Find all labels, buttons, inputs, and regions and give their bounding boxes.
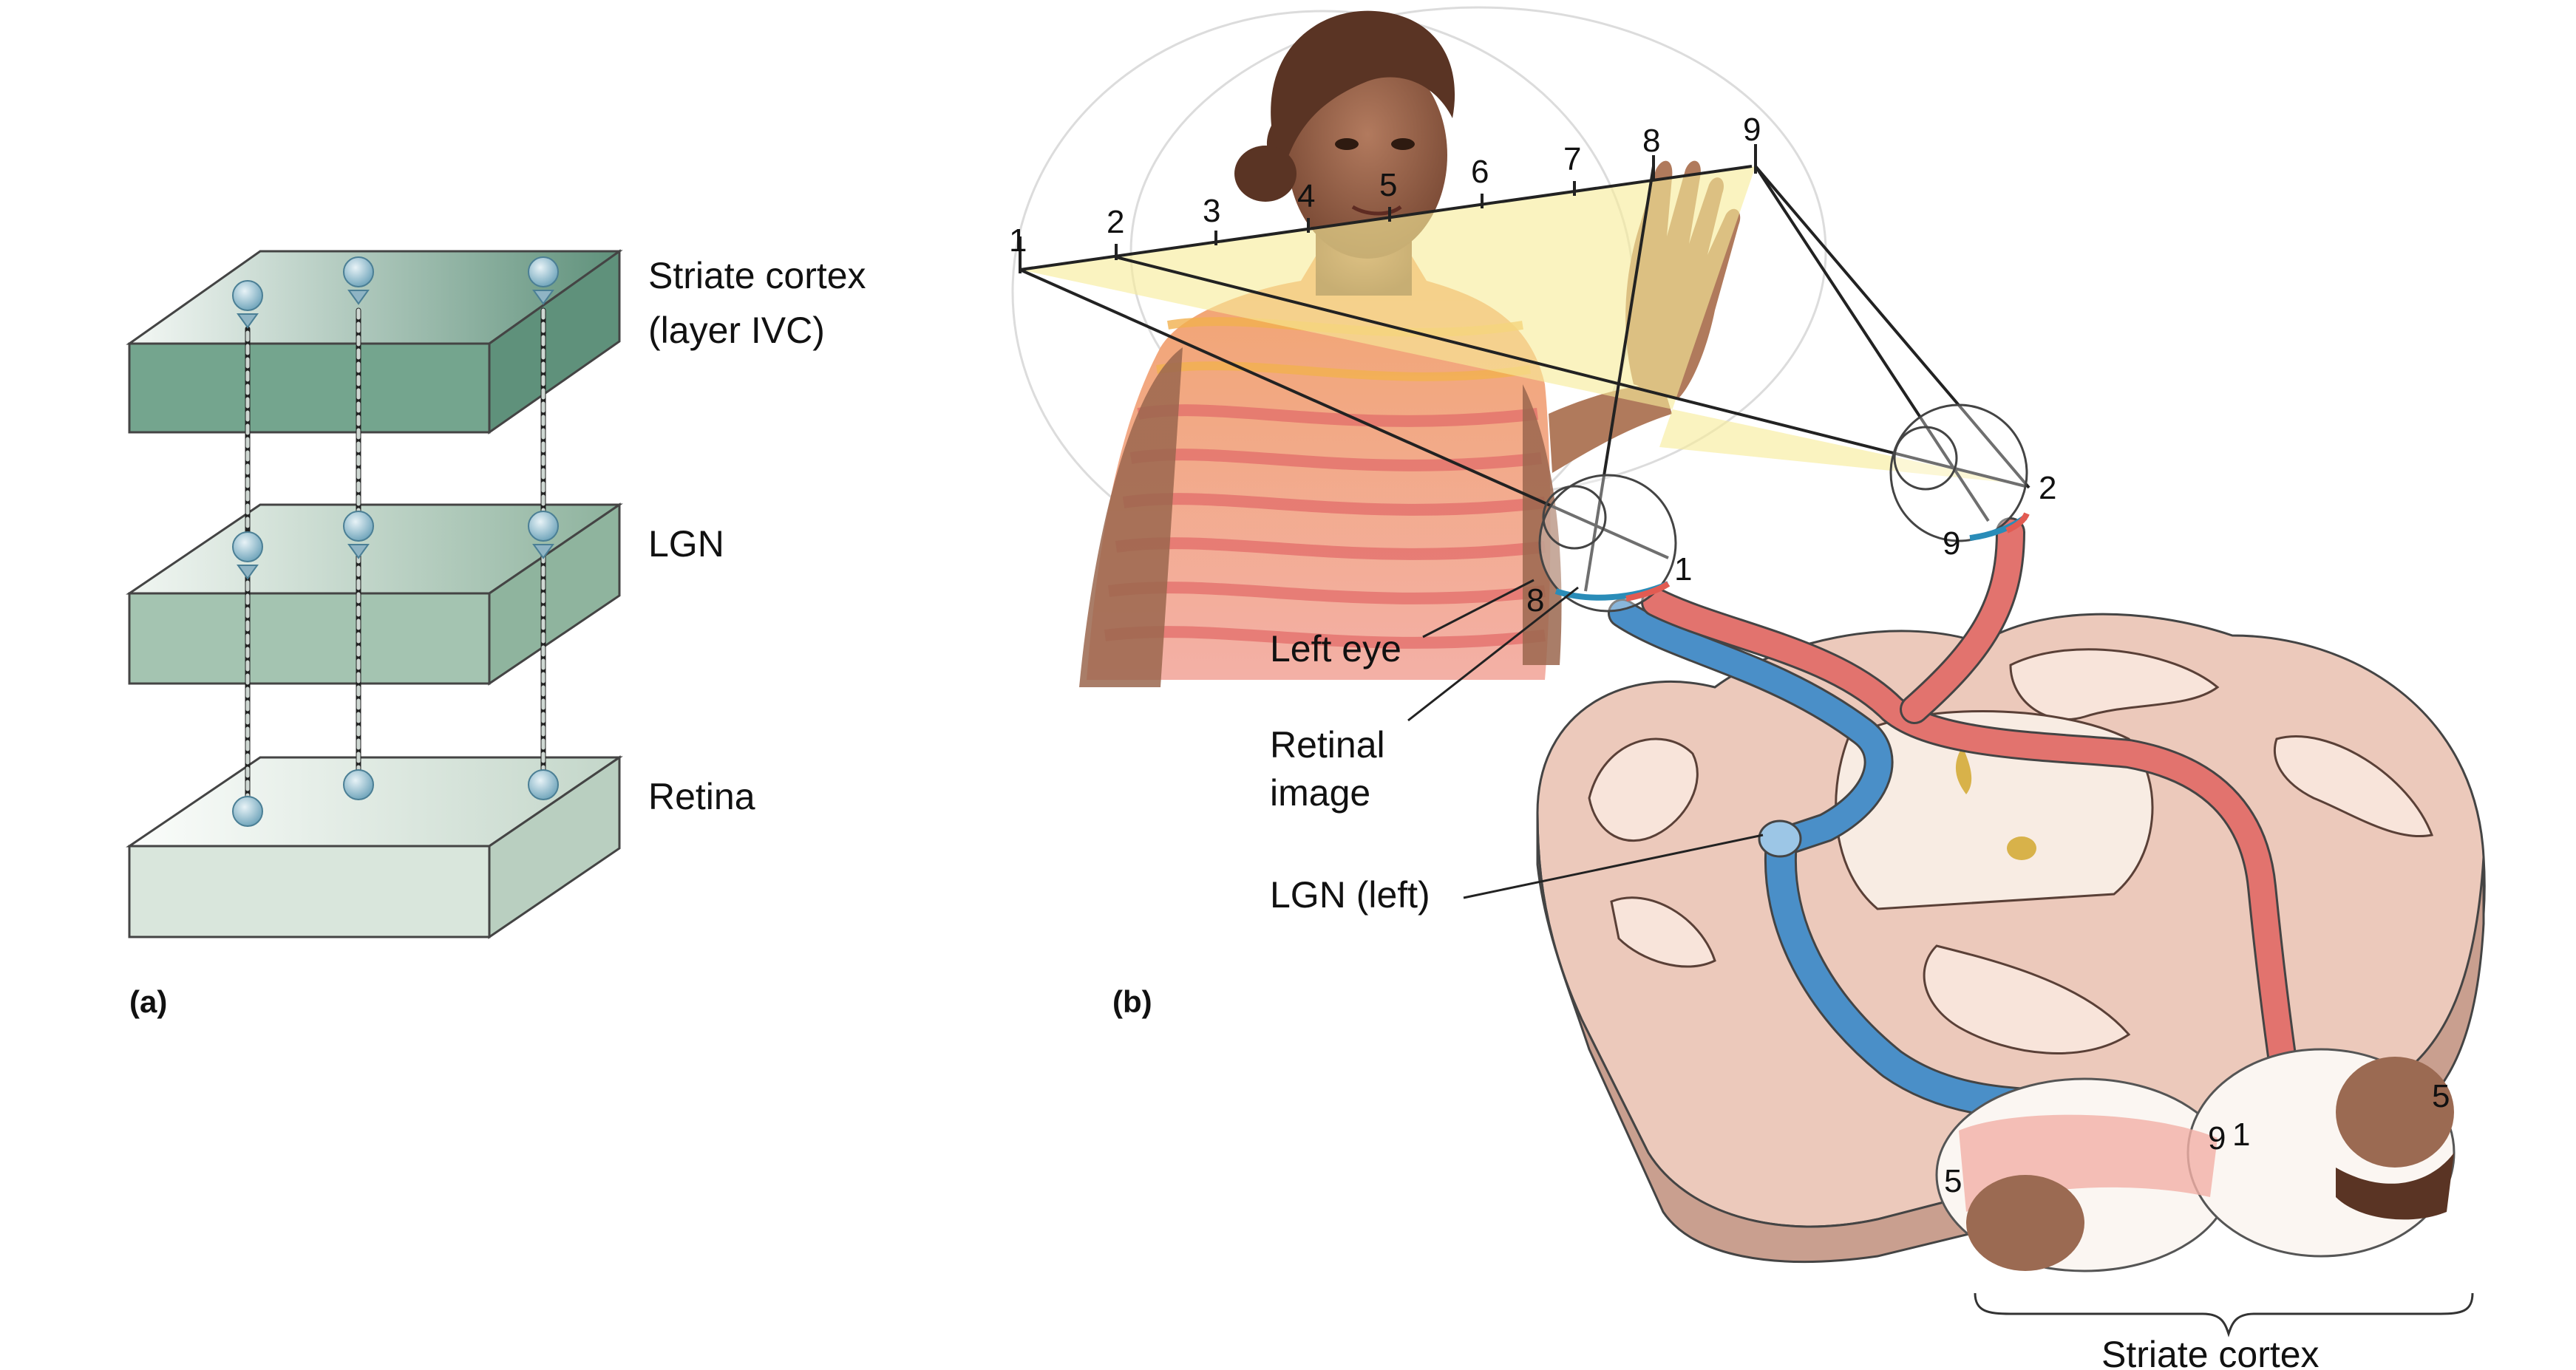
panel-a-label: (a) — [129, 984, 167, 1019]
label-striate-cortex: Striate cortex — [648, 255, 866, 296]
field-point-1: 1 — [1009, 222, 1027, 259]
field-point-4: 4 — [1297, 178, 1315, 214]
field-point-6: 6 — [1471, 154, 1489, 190]
cortex-label-9: 9 — [2208, 1120, 2226, 1156]
striate-cortex-brace — [1974, 1292, 2474, 1337]
leader-lines — [1407, 579, 1764, 899]
field-point-3: 3 — [1203, 193, 1220, 229]
field-point-7: 7 — [1563, 141, 1581, 177]
right-eye — [1889, 403, 2030, 542]
field-point-9: 9 — [1743, 112, 1761, 148]
right-retina-label-2: 2 — [2039, 470, 2056, 506]
visual-field-projection — [1020, 166, 2022, 484]
optic-pathways — [1608, 517, 2299, 1125]
label-retinal-image-line1: Retinal — [1270, 724, 1385, 766]
cortex-label-5-right: 5 — [2432, 1078, 2450, 1114]
projection-lines — [1019, 144, 2030, 592]
label-retinal-image-line2: image — [1270, 772, 1370, 814]
label-lgn-left: LGN (left) — [1270, 874, 1430, 916]
cortex-label-5-left: 5 — [1944, 1163, 1962, 1199]
left-eye — [1538, 474, 1677, 613]
label-layer-ivc: (layer IVC) — [648, 310, 825, 351]
label-retina: Retina — [648, 776, 755, 817]
field-point-8: 8 — [1642, 123, 1660, 159]
neural-connections — [245, 307, 546, 802]
panel-b-label: (b) — [1112, 984, 1152, 1019]
field-point-2: 2 — [1107, 204, 1124, 240]
left-retina-label-8: 8 — [1526, 582, 1544, 618]
left-retina-label-1: 1 — [1674, 551, 1692, 587]
label-left-eye: Left eye — [1270, 628, 1401, 669]
visual-field-numbers: 1 2 3 4 5 6 7 8 9 — [1009, 112, 1761, 259]
right-retina-label-9: 9 — [1943, 525, 1960, 562]
label-lgn: LGN — [648, 523, 724, 565]
cortex-label-1: 1 — [2232, 1117, 2250, 1153]
panel-b: 1 2 3 4 5 6 7 8 9 — [1009, 6, 2486, 1370]
striate-cortex-images — [1935, 1048, 2456, 1272]
label-striate-cortex-b: Striate cortex — [2101, 1334, 2320, 1370]
cell-bodies — [232, 256, 559, 827]
panel-a: Striate cortex (layer IVC) LGN Retina (a… — [126, 249, 866, 1019]
field-point-5: 5 — [1379, 167, 1397, 203]
